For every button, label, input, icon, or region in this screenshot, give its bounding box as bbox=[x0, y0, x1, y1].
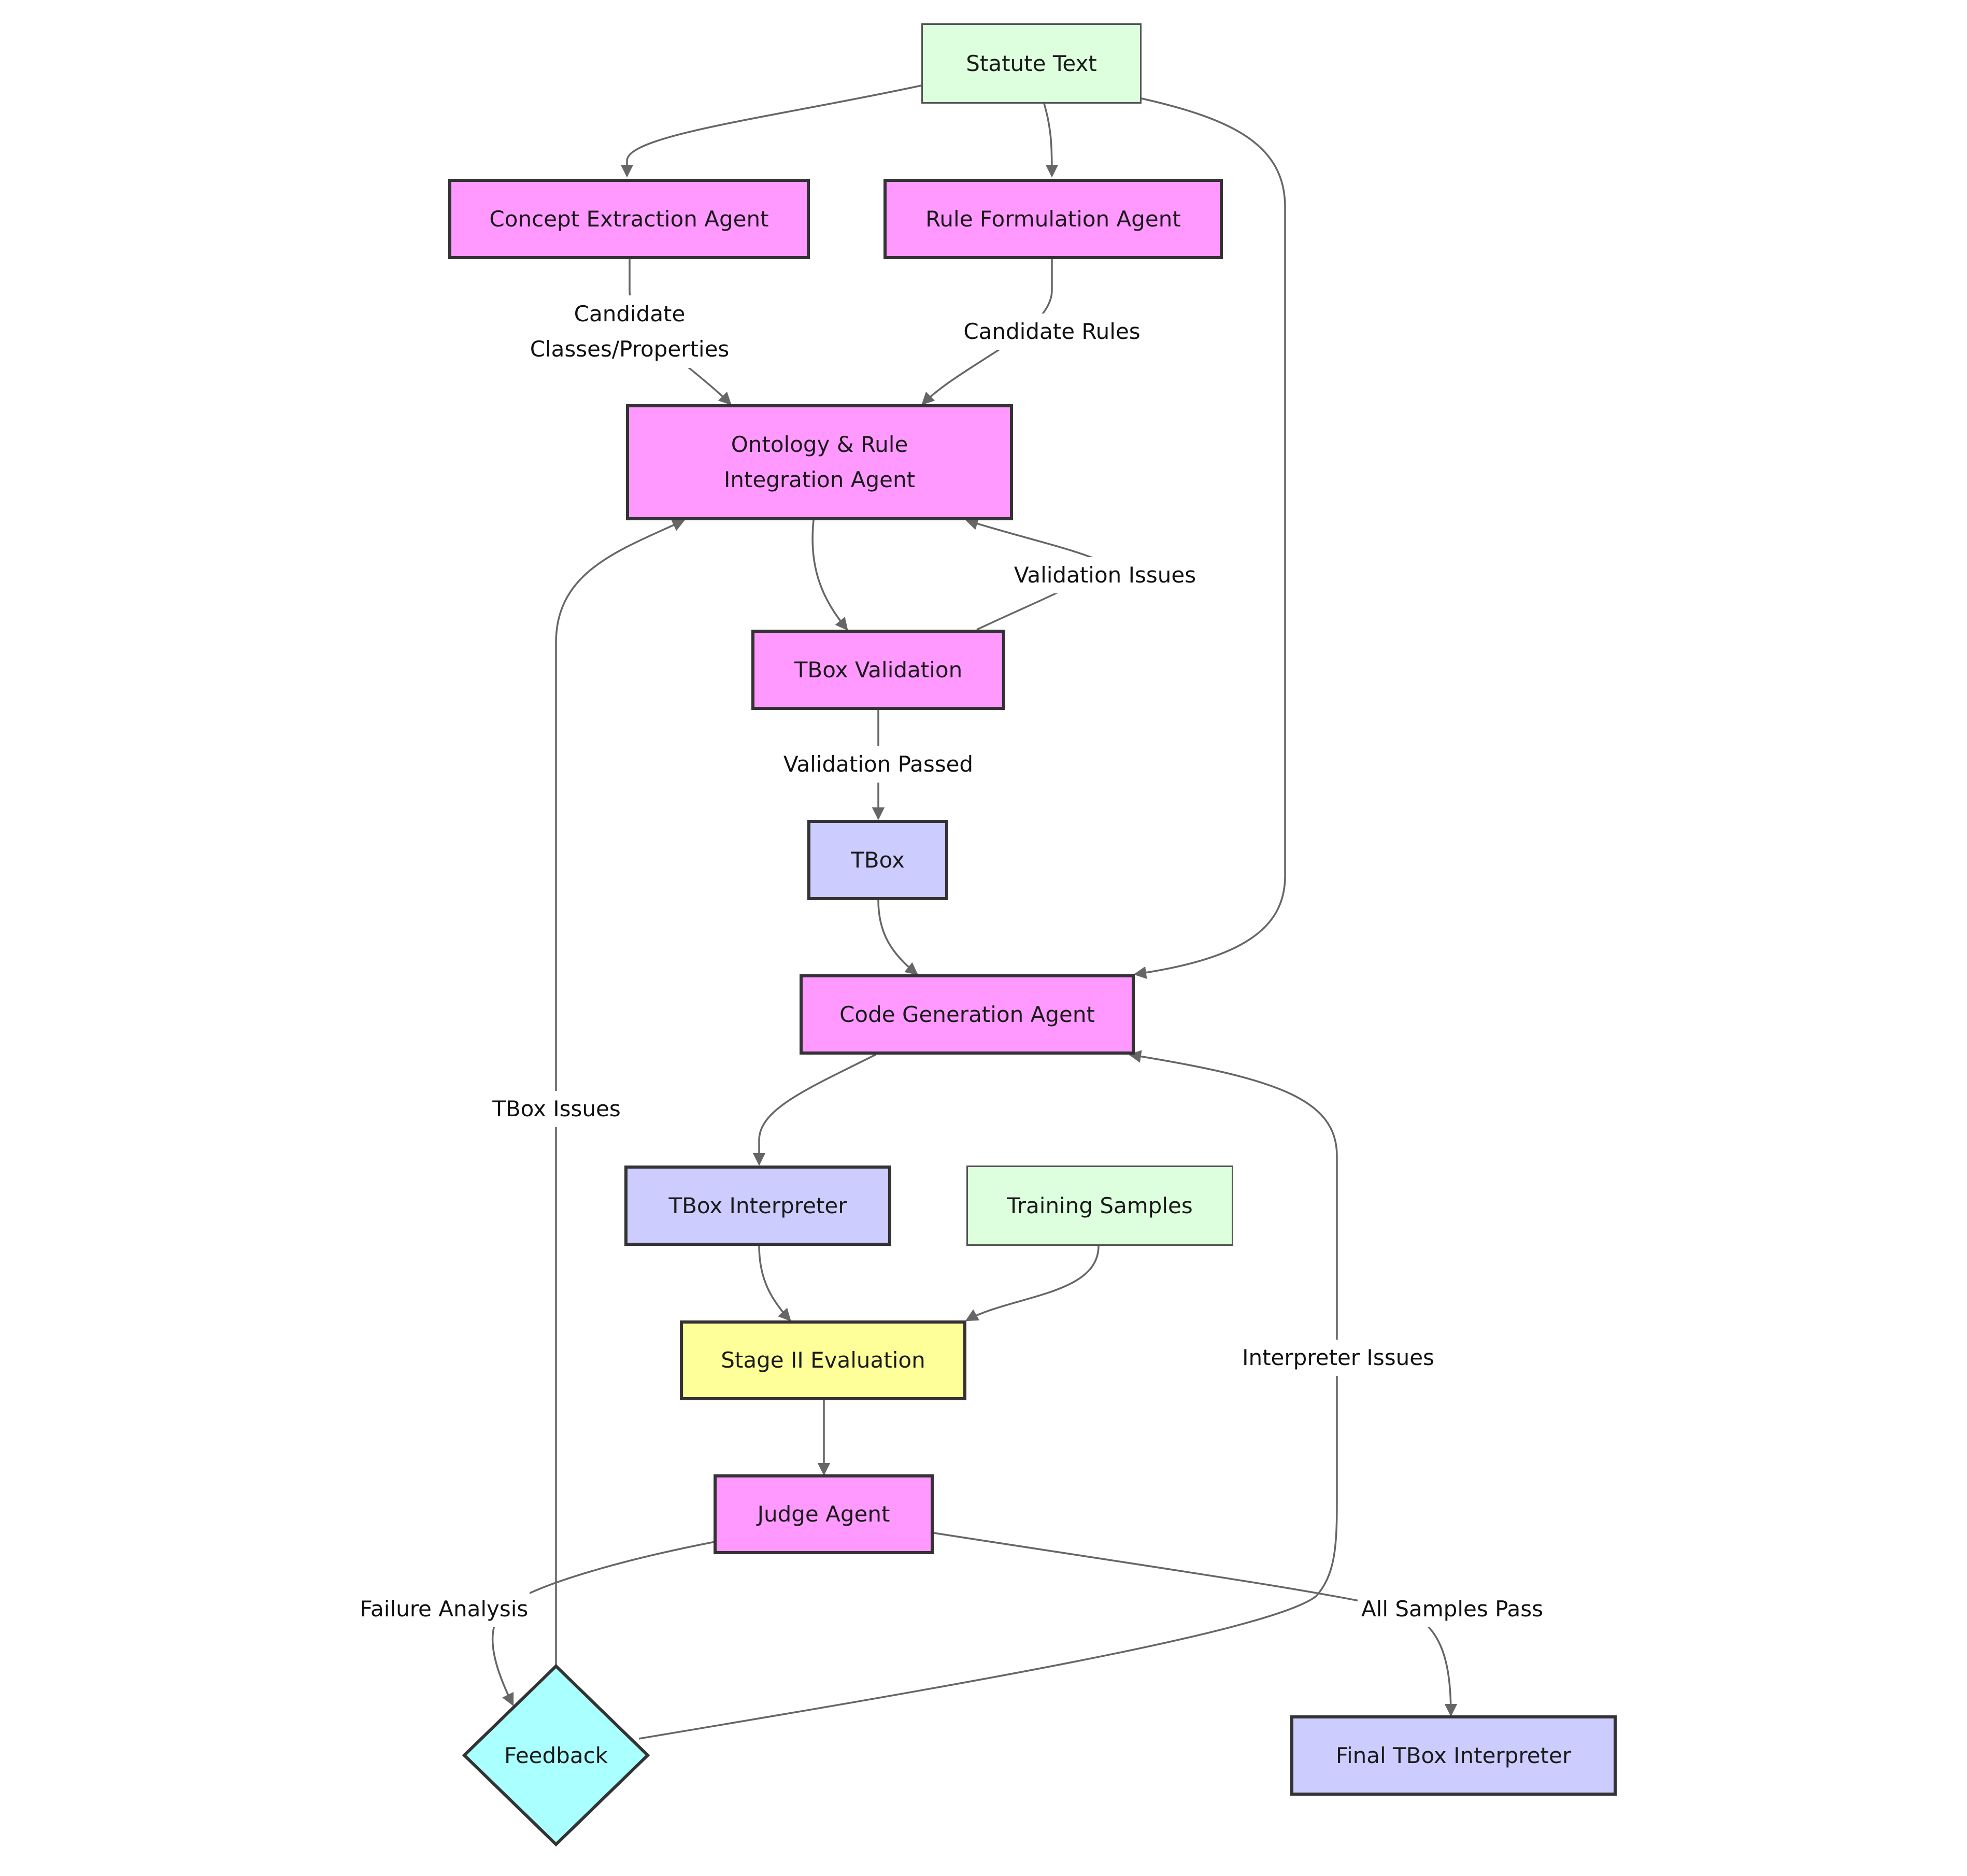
tbox-interpreter-label: TBox Interpreter bbox=[668, 1192, 847, 1218]
final-tbox-interpreter-node[interactable]: Final TBox Interpreter bbox=[1290, 1715, 1617, 1796]
edge-feedback-tbox-issues bbox=[555, 519, 686, 1666]
edge-label-tbox-issues: TBox Issues bbox=[490, 1091, 623, 1127]
feedback-label: Feedback bbox=[504, 1742, 608, 1768]
tbox-interpreter-node[interactable]: TBox Interpreter bbox=[624, 1166, 891, 1246]
edge-label-interpreter-issues: Interpreter Issues bbox=[1241, 1340, 1435, 1376]
tbox-label: TBox bbox=[851, 847, 905, 873]
edge-interpreter-to-stage2 bbox=[758, 1245, 791, 1321]
edge-label-candidate-line1: Candidate bbox=[574, 301, 686, 326]
feedback-diamond bbox=[462, 1664, 650, 1847]
integration-agent-label-line2: Integration Agent bbox=[723, 467, 916, 492]
statute-text-label: Statute Text bbox=[966, 50, 1097, 76]
training-samples-node[interactable]: Training Samples bbox=[966, 1166, 1233, 1246]
edge-label-failure-analysis: Failure Analysis bbox=[359, 1591, 530, 1627]
edge-judge-to-final bbox=[933, 1532, 1458, 1717]
edge-statute-to-rule bbox=[1043, 103, 1059, 178]
edge-integration-to-validation bbox=[811, 520, 848, 631]
concept-extraction-agent-label: Concept Extraction Agent bbox=[489, 206, 769, 232]
code-generation-agent-node[interactable]: Code Generation Agent bbox=[800, 974, 1135, 1055]
rule-formulation-agent-label: Rule Formulation Agent bbox=[925, 206, 1181, 232]
concept-extraction-agent-node[interactable]: Concept Extraction Agent bbox=[448, 179, 810, 259]
statute-text-node[interactable]: Statute Text bbox=[921, 23, 1142, 104]
stage-ii-evaluation-label: Stage II Evaluation bbox=[721, 1347, 925, 1373]
edge-codegen-to-interpreter bbox=[752, 1054, 876, 1166]
training-samples-label: Training Samples bbox=[1007, 1192, 1193, 1218]
final-tbox-interpreter-label: Final TBox Interpreter bbox=[1335, 1742, 1572, 1768]
integration-agent-label-line1: Ontology & Rule bbox=[731, 432, 908, 457]
edge-feedback-interpreter-issues bbox=[638, 1050, 1338, 1740]
judge-agent-label: Judge Agent bbox=[757, 1501, 890, 1527]
feedback-node[interactable]: Feedback bbox=[487, 1736, 625, 1774]
integration-agent-node[interactable]: Ontology & Rule Integration Agent bbox=[626, 404, 1013, 520]
edge-statute-to-codegen bbox=[1133, 97, 1286, 979]
edge-label-candidate-line2: Classes/Properties bbox=[530, 336, 730, 362]
rule-formulation-agent-node[interactable]: Rule Formulation Agent bbox=[883, 179, 1223, 259]
edge-label-candidate-rules: Candidate Rules bbox=[963, 314, 1141, 350]
tbox-node[interactable]: TBox bbox=[807, 820, 948, 900]
stage-ii-evaluation-node[interactable]: Stage II Evaluation bbox=[680, 1320, 966, 1400]
edge-label-candidate-classes: Candidate Classes/Properties bbox=[523, 295, 736, 368]
edge-label-validation-issues: Validation Issues bbox=[1013, 557, 1197, 593]
edge-statute-to-concept bbox=[620, 84, 922, 178]
edge-label-all-samples-pass: All Samples Pass bbox=[1358, 1591, 1547, 1627]
judge-agent-node[interactable]: Judge Agent bbox=[714, 1474, 934, 1554]
tbox-validation-node[interactable]: TBox Validation bbox=[751, 630, 1005, 710]
tbox-validation-label: TBox Validation bbox=[794, 657, 963, 683]
edge-tbox-to-codegen bbox=[877, 900, 918, 975]
edge-label-validation-passed: Validation Passed bbox=[780, 746, 977, 783]
edge-training-to-stage2 bbox=[965, 1245, 1100, 1321]
code-generation-agent-label: Code Generation Agent bbox=[839, 1001, 1095, 1027]
